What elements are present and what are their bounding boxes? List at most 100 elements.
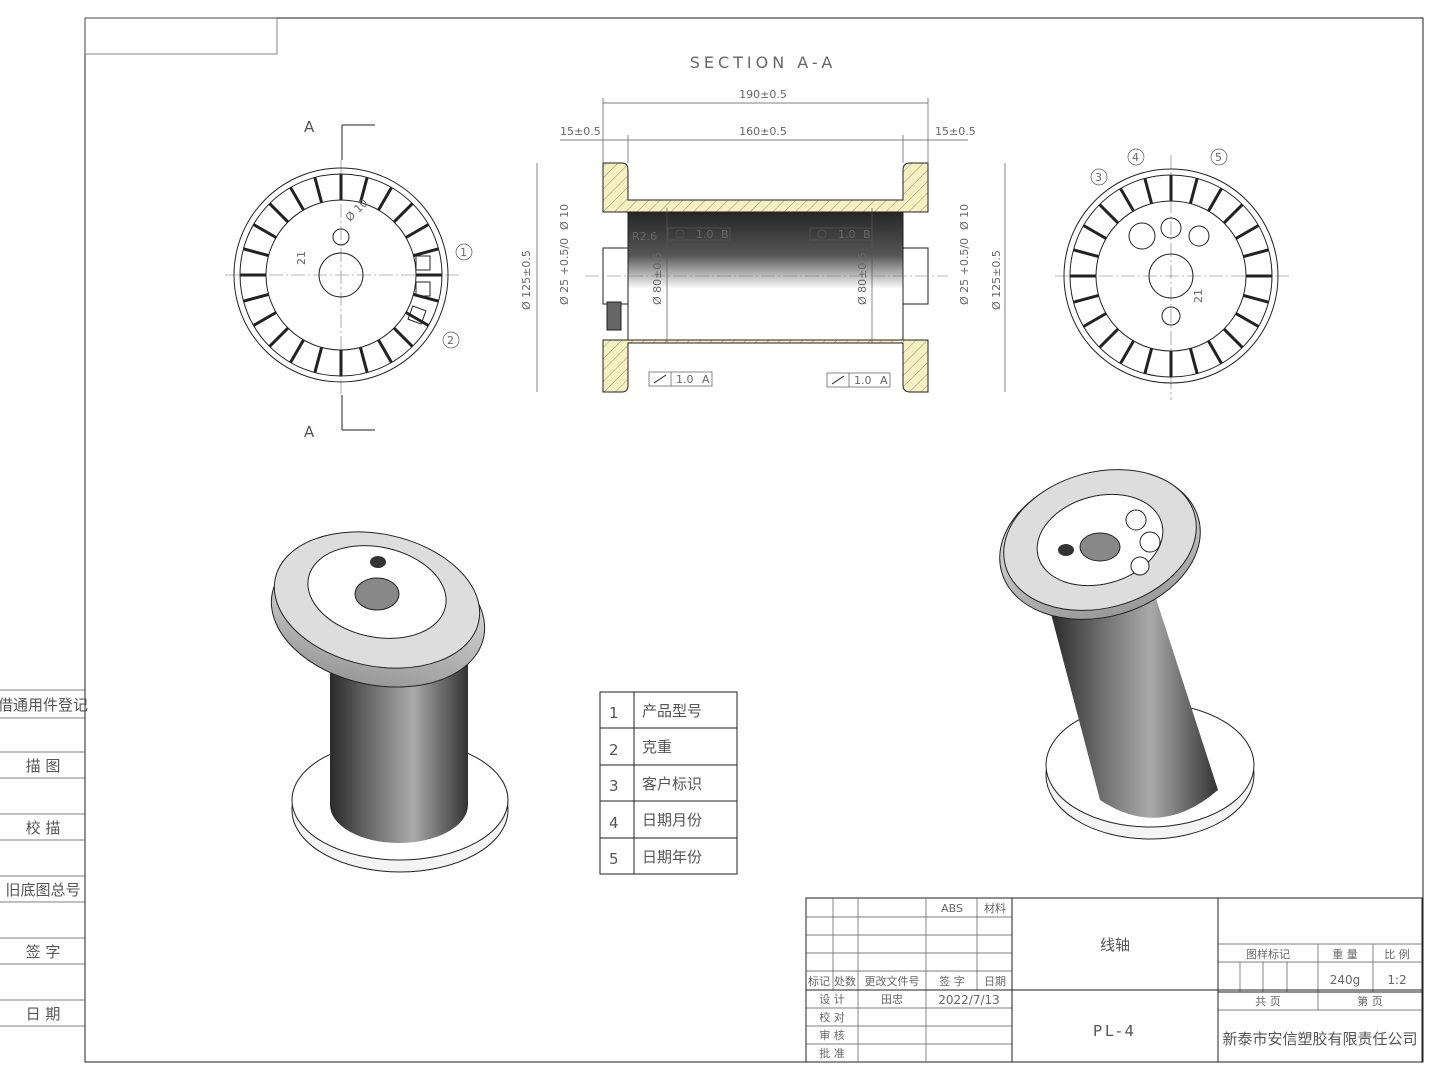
barrel-dia-dim-right: Ø 80±0.5 [856, 252, 869, 305]
margin-label: 签 字 [26, 943, 61, 961]
svg-text:1.0: 1.0 [696, 228, 714, 241]
svg-text:1.0: 1.0 [676, 373, 694, 386]
runout-frame-right: 1.0 A [826, 372, 891, 388]
role-approve: 批 准 [819, 1046, 845, 1060]
flange-spoke [358, 177, 369, 203]
section-title: SECTION A-A [690, 53, 837, 72]
section-marker-top: A [304, 118, 315, 136]
flange-spoke [1235, 224, 1260, 240]
offset-dim-right: 21 [1192, 289, 1205, 303]
flange-spoke [377, 339, 393, 364]
flange-spoke [1073, 293, 1099, 304]
header-mark: 标记 [808, 974, 830, 988]
flange-spoke [268, 202, 290, 224]
part-name: 线轴 [1100, 936, 1130, 954]
role-check: 校 对 [819, 1010, 845, 1024]
parts-no: 4 [609, 814, 619, 832]
flange-spoke [1082, 312, 1107, 328]
svg-text:B: B [721, 228, 729, 241]
header-count: 处数 [834, 975, 856, 988]
flange-spoke [1119, 187, 1135, 212]
isometric-view-right [999, 469, 1255, 840]
weight-label: 重 量 [1332, 947, 1358, 961]
margin-label: 描 图 [26, 757, 61, 775]
designer-name: 田忠 [881, 993, 903, 1006]
total-pages: 共 页 [1255, 995, 1281, 1008]
svg-text:A: A [702, 373, 710, 386]
flange-spoke [1243, 293, 1269, 304]
sheet-border [84, 17, 1424, 1063]
flange-spoke [392, 326, 414, 348]
flange-spoke [313, 177, 324, 203]
flange-spoke [313, 347, 324, 373]
header-change-doc: 更改文件号 [865, 974, 920, 988]
flange-spoke [1243, 248, 1269, 259]
balloon-5: 5 [1215, 151, 1222, 164]
overall-length-dim: 190±0.5 [739, 88, 787, 101]
flange-right-dim: 15±0.5 [935, 125, 976, 138]
svg-text:B: B [863, 228, 871, 241]
flange-spoke [268, 326, 290, 348]
parts-no: 3 [609, 777, 619, 795]
right-end-view: 21 3 4 5 [1055, 148, 1290, 400]
flange-spoke [243, 292, 269, 303]
top-left-box [84, 17, 278, 55]
flange-left-dim: 15±0.5 [560, 125, 601, 138]
bore-dia-dim-left: Ø 25 +0.5/0 [558, 238, 571, 305]
scale-label: 比 例 [1384, 947, 1410, 961]
margin-label: 校 描 [26, 819, 61, 837]
drawing-number: PL-4 [1093, 1022, 1137, 1040]
margin-label: 借通用件登记 [0, 696, 88, 714]
flange-spoke [289, 339, 305, 364]
barrel-dia-dim-left: Ø 80±0.5 [651, 252, 664, 305]
flange-spoke [1143, 178, 1154, 204]
flange-spoke [1082, 224, 1107, 240]
flange-spoke [392, 202, 414, 224]
parts-table: 1 产品型号 2 克重 3 客户标识 4 日期月份 5 日期年份 [599, 691, 738, 875]
parts-label: 产品型号 [642, 702, 702, 720]
parts-label: 客户标识 [642, 775, 702, 793]
flange-spoke [413, 292, 439, 303]
runout-frame-left: 1.0 A [648, 371, 713, 387]
flange-spoke [252, 223, 277, 239]
flange-spoke [1222, 203, 1244, 225]
flange-spoke [358, 347, 369, 373]
flange-spoke [1073, 248, 1099, 259]
balloon-3: 3 [1095, 171, 1102, 184]
flange-spoke [289, 186, 305, 211]
svg-text:1.0: 1.0 [854, 374, 872, 387]
flange-spoke [1222, 327, 1244, 349]
coaxiality-frame-left: 1.0 B [667, 227, 731, 241]
header-date: 日期 [984, 975, 1006, 988]
design-date: 2022/7/13 [938, 993, 1000, 1007]
balloon-4: 4 [1132, 151, 1139, 164]
flange-dia-dim-right: Ø 125±0.5 [990, 250, 1003, 310]
weight-value: 240g [1330, 973, 1361, 987]
svg-text:1.0: 1.0 [838, 228, 856, 241]
parts-label: 日期月份 [642, 811, 702, 829]
flange-spoke [1119, 340, 1135, 365]
flange-spoke [1207, 187, 1223, 212]
flange-spoke [1143, 348, 1154, 374]
scale-value: 1:2 [1387, 973, 1406, 987]
flange-spoke [1235, 312, 1260, 328]
role-design: 设 计 [819, 993, 845, 1006]
svg-text:A: A [880, 374, 888, 387]
left-end-view: Ø 10 21 A A 1 2 [225, 118, 473, 441]
role-review: 审 核 [819, 1028, 845, 1042]
header-signature: 签 字 [939, 974, 965, 988]
flange-spoke [1098, 203, 1120, 225]
flange-spoke [413, 247, 439, 258]
parts-no: 1 [609, 704, 619, 722]
inner-length-dim: 160±0.5 [739, 125, 787, 138]
flange-spoke [1207, 340, 1223, 365]
left-margin-table: 借通用件登记 描 图 校 描 旧底图总号 签 字 日 期 [0, 689, 88, 1027]
balloon-2: 2 [447, 334, 454, 347]
title-block: ABS 材料 标记 处数 更改文件号 签 字 日期 设 计 校 对 审 核 批 … [805, 897, 1423, 1063]
page-number: 第 页 [1357, 994, 1383, 1008]
company-name: 新泰市安信塑胶有限责任公司 [1222, 1030, 1417, 1048]
parts-no: 5 [609, 850, 619, 868]
coaxiality-frame-right: 1.0 B [809, 227, 873, 241]
margin-label: 旧底图总号 [5, 881, 80, 899]
